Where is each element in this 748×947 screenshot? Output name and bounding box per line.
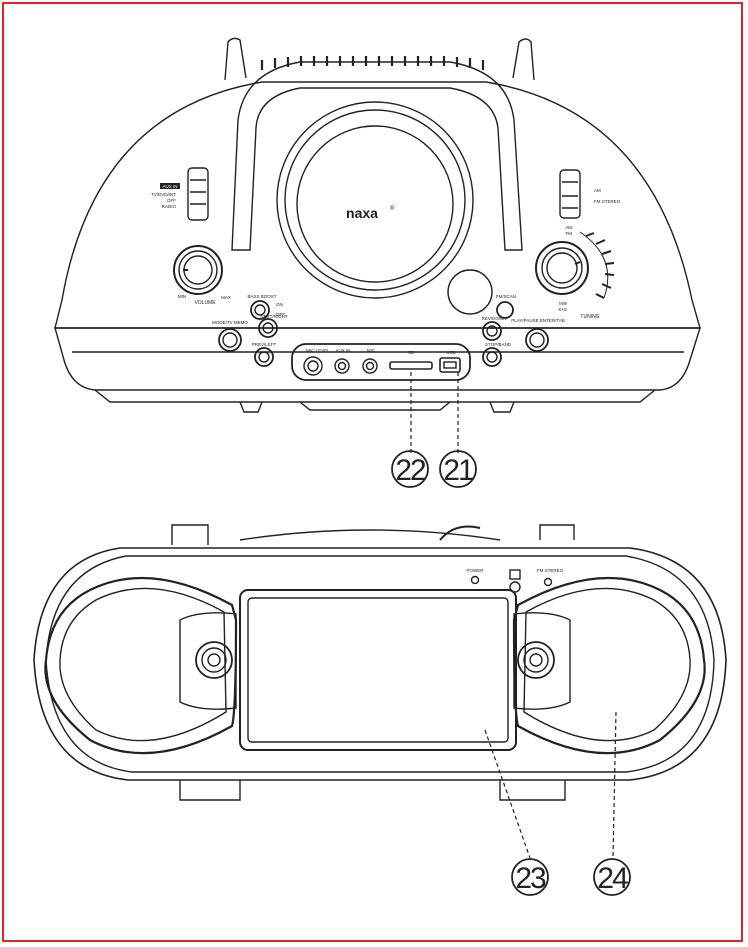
bass-boost-button	[250, 300, 270, 320]
volume-max-label: MAX	[221, 295, 231, 300]
callout-line-23	[484, 729, 531, 859]
sd-label: SD	[408, 350, 415, 355]
mic-jack	[362, 358, 378, 374]
bass-boost-label: BASS BOOST	[247, 294, 276, 299]
volume-knob	[173, 245, 223, 295]
next-right-label: NEXT/RIGHT	[260, 314, 288, 319]
bottom-body-outline	[33, 547, 727, 781]
fm-stereo-indicator-label: FM STEREO	[537, 568, 564, 573]
callout-circle-23	[511, 858, 549, 896]
left-speaker-loop	[44, 576, 238, 755]
next-right-button	[258, 318, 278, 338]
mode-button	[218, 328, 242, 352]
right-switch-opt-1: AM	[594, 188, 601, 193]
aux-in-badge: AUX IN	[162, 184, 177, 189]
rev-down-button	[482, 321, 502, 341]
play-pause-label: PLAY/PAUSE ENTER/TAB	[511, 318, 565, 323]
aux-in-jack	[334, 358, 350, 374]
callout-circle-21	[439, 450, 477, 488]
tuning-band-am: AM	[565, 225, 572, 230]
power-indicator	[470, 575, 480, 585]
input-panel	[291, 343, 471, 381]
right-speaker-loop	[512, 576, 706, 755]
callout-number-23: 23	[515, 862, 546, 895]
volume-min-label: MIN	[178, 294, 186, 299]
tuning-label: TUNING	[580, 314, 599, 320]
right-speaker-hub	[517, 641, 555, 679]
usb-label: USB	[446, 350, 455, 355]
stop-band-label: STOP/BAND	[485, 342, 512, 347]
left-speaker-hub	[195, 641, 233, 679]
mic-label: MIC	[367, 348, 376, 353]
rev-down-label: REV/DOWN	[482, 316, 507, 321]
prev-left-label: PREV/LEFT	[252, 342, 277, 347]
play-pause-button	[525, 328, 549, 352]
sd-slot	[389, 361, 433, 370]
mode-button-label: MODE/TV MEMO	[212, 320, 248, 325]
callout-number-22: 22	[395, 454, 426, 487]
prev-left-button	[254, 347, 274, 367]
callout-line-24	[612, 711, 617, 859]
volume-label: VOLUME	[194, 300, 216, 306]
tuning-knob	[535, 241, 589, 295]
fm-scan-label: FM/SCAN	[496, 294, 516, 299]
callout-number-24: 24	[597, 862, 628, 895]
left-switch-opt-1: TV/DVD/INT	[151, 192, 176, 197]
power-indicator-label: POWER	[466, 568, 484, 573]
callout-circle-22	[391, 450, 429, 488]
bottom-unit-rear-view	[33, 524, 727, 801]
center-panel	[239, 589, 517, 751]
left-switch-opt-2: OFF	[167, 198, 176, 203]
cd-lid-frame	[231, 61, 523, 251]
callout-number-21: 21	[443, 454, 474, 487]
bass-boost-on: ON	[276, 302, 283, 307]
stop-band-button	[482, 347, 502, 367]
mic-level-label: MIC LEVEL	[306, 348, 330, 353]
brand-logo: naxa	[346, 205, 378, 221]
top-body-outline	[54, 81, 701, 329]
fm-scan-button	[496, 301, 514, 319]
right-switch-opt-2: FM STEREO	[594, 199, 621, 204]
left-slide-switch	[187, 167, 209, 221]
mic-level-knob	[303, 356, 323, 376]
fm-stereo-indicator	[543, 577, 553, 587]
right-slide-switch	[559, 169, 581, 219]
brand-registered-mark: ®	[390, 205, 395, 212]
tuning-band-mw: MW	[559, 301, 568, 306]
left-switch-opt-3: RADIO	[162, 204, 177, 209]
aux-in-label: AUX IN	[335, 348, 350, 353]
top-unit-front-view	[54, 37, 701, 413]
tuning-band-fm: FM	[566, 231, 573, 236]
bass-boost-off: OFF	[276, 312, 285, 317]
cd-inner-disc	[296, 125, 454, 283]
cd-outer-ring	[276, 101, 474, 299]
usb-port	[439, 357, 461, 373]
callout-circle-24	[593, 858, 631, 896]
tuning-band-khz: KHz	[558, 307, 567, 312]
